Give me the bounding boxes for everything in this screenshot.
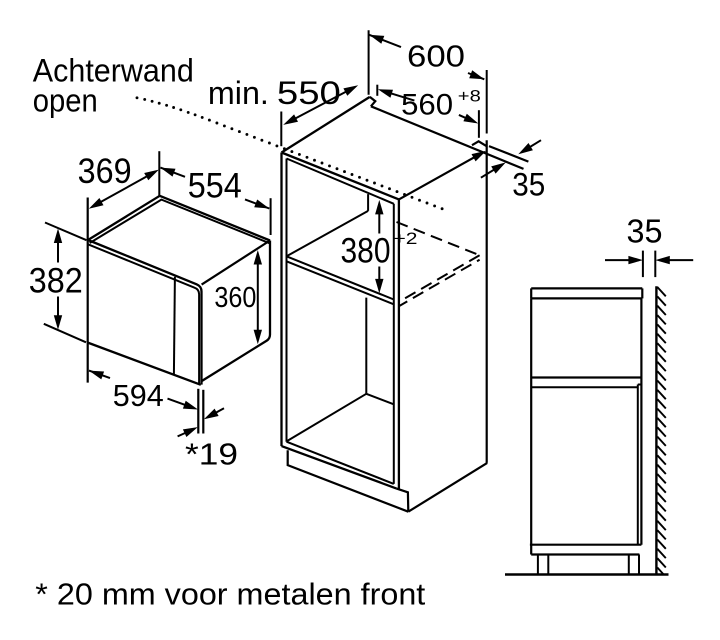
svg-text:open: open: [33, 82, 98, 118]
svg-text:+8: +8: [458, 86, 481, 105]
svg-text:*19: *19: [185, 437, 238, 471]
svg-text:Achterwand: Achterwand: [33, 52, 194, 88]
svg-text:360: 360: [214, 282, 256, 314]
svg-text:554: 554: [188, 167, 242, 206]
svg-text:min.: min.: [208, 75, 269, 111]
svg-text:380: 380: [341, 231, 391, 270]
svg-text:35: 35: [627, 213, 663, 250]
svg-text:35: 35: [512, 166, 545, 202]
svg-text:382: 382: [29, 261, 83, 301]
svg-text:560: 560: [401, 89, 453, 122]
svg-text:600: 600: [407, 39, 465, 74]
svg-text:550: 550: [277, 75, 341, 111]
svg-text:369: 369: [78, 152, 132, 191]
svg-text:* 20 mm voor metalen front: * 20 mm voor metalen front: [35, 576, 425, 611]
svg-text:594: 594: [113, 379, 164, 413]
svg-text:+2: +2: [394, 229, 418, 248]
